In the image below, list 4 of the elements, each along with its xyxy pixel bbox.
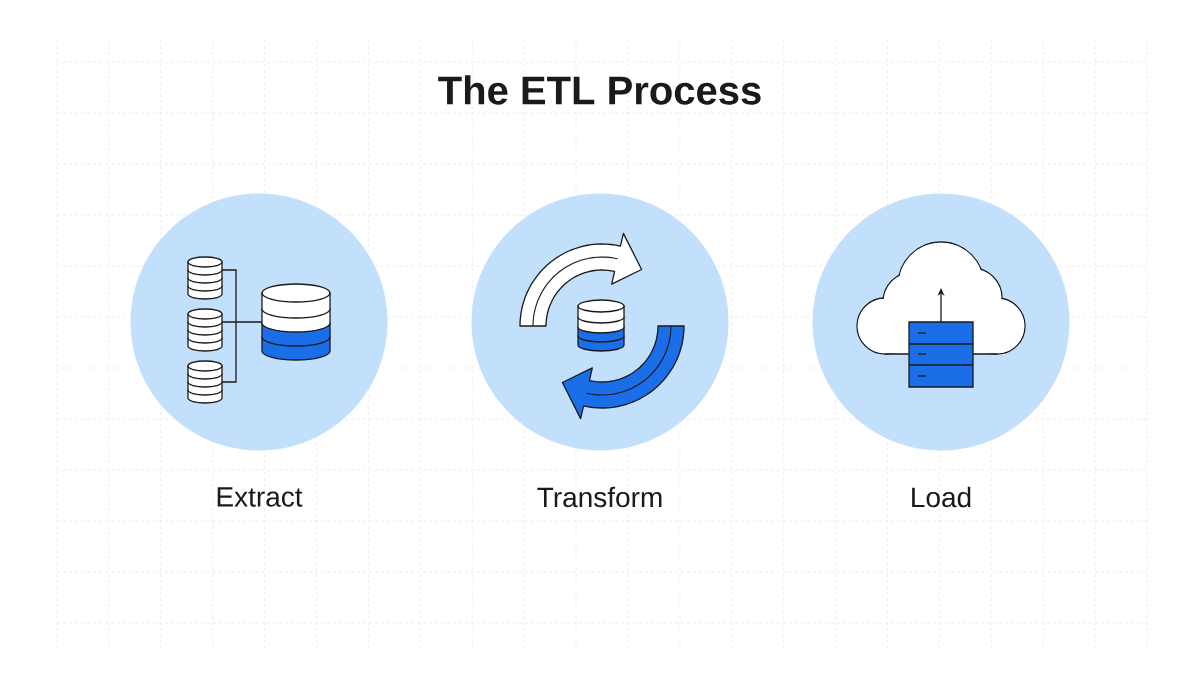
- stage-label: Load: [912, 486, 971, 508]
- stage-label: Extract: [217, 487, 303, 507]
- stage-label: Transform: [537, 486, 662, 508]
- title: The ETL Process: [438, 75, 761, 105]
